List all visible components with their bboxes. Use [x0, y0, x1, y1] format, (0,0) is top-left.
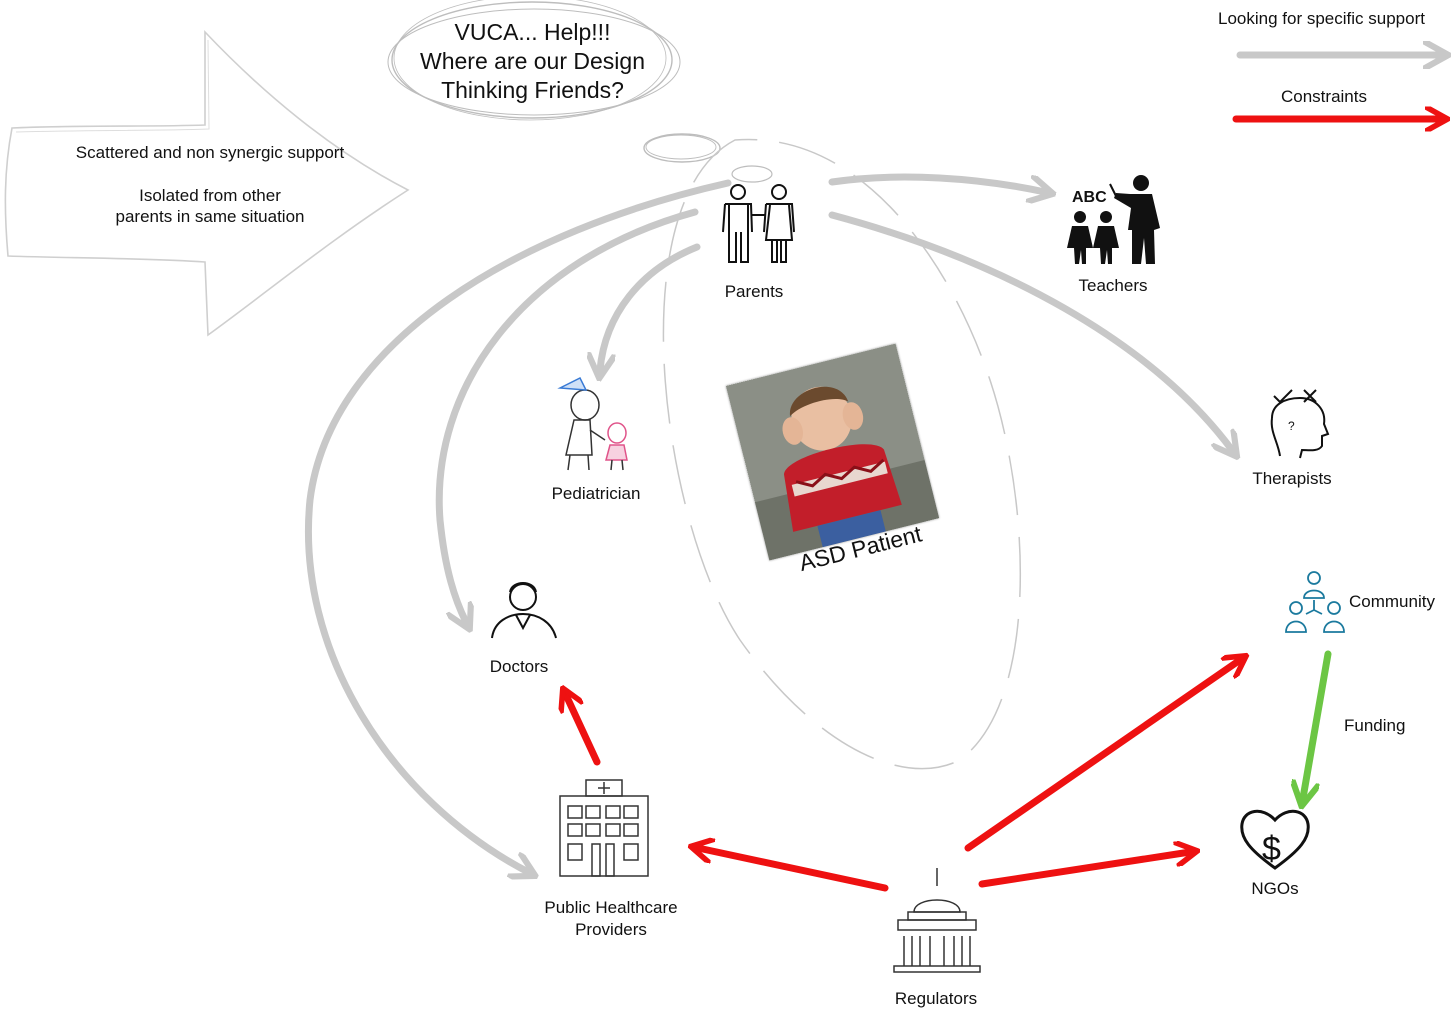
arrow-healthcare-to-doctors	[566, 695, 601, 766]
public-healthcare-label-2: Providers	[575, 920, 647, 939]
arrow-regulators-to-healthcare	[698, 848, 889, 892]
community-label: Community	[1349, 592, 1435, 611]
asd-patient-photo	[725, 343, 940, 561]
arrow-parents-to-pediatrician	[600, 243, 701, 370]
regulators-icon	[893, 868, 981, 973]
pain-point-isolated-1: Isolated from other	[139, 186, 281, 205]
thought-bubble	[387, 0, 773, 183]
thought-line-1: VUCA... Help!!!	[454, 19, 611, 45]
ngos-icon: $	[1240, 809, 1310, 870]
legend-constraints-label: Constraints	[1281, 87, 1367, 106]
public-healthcare-icon	[559, 779, 649, 877]
teachers-icon-text: ABC	[1072, 189, 1107, 206]
pediatrician-label: Pediatrician	[551, 484, 641, 503]
doctors-label: Doctors	[489, 657, 549, 676]
arrow-regulators-to-ngos	[978, 852, 1190, 888]
svg-text:$: $	[1262, 830, 1281, 868]
svg-text:?: ?	[1288, 419, 1295, 433]
pain-points-arrow	[4, 29, 410, 337]
arrow-parents-to-healthcare	[305, 179, 732, 872]
public-healthcare-label-1: Public Healthcare	[544, 898, 678, 917]
parents-label: Parents	[724, 282, 784, 301]
thought-line-2: Where are our Design	[420, 48, 645, 74]
arrow-community-to-ngos-funding	[1303, 650, 1332, 798]
community-icon	[1285, 571, 1345, 633]
teachers-label: Teachers	[1078, 276, 1148, 295]
ngos-label: NGOs	[1251, 879, 1299, 898]
arrow-regulators-to-community	[964, 660, 1240, 852]
arrow-parents-to-teachers	[828, 173, 1045, 192]
thought-line-3: Thinking Friends?	[441, 77, 624, 103]
legend-support-label: Looking for specific support	[1218, 9, 1425, 28]
patient-focus-ellipse	[662, 138, 1022, 770]
therapists-icon: ?	[1270, 389, 1330, 459]
arrow-parents-to-doctors	[435, 208, 699, 622]
teachers-icon: ABC	[1067, 175, 1160, 264]
regulators-label: Regulators	[894, 989, 978, 1008]
funding-label: Funding	[1344, 716, 1406, 735]
pediatrician-icon	[557, 376, 628, 471]
therapists-label: Therapists	[1252, 469, 1332, 488]
doctors-icon	[491, 582, 557, 639]
arrow-parents-to-therapists	[828, 211, 1232, 450]
pain-point-scattered: Scattered and non synergic support	[75, 143, 345, 162]
parents-icon	[722, 184, 795, 263]
pain-point-isolated-2: parents in same situation	[115, 207, 305, 226]
thought-bubble-text: VUCA... Help!!! Where are our Design Thi…	[400, 18, 665, 105]
